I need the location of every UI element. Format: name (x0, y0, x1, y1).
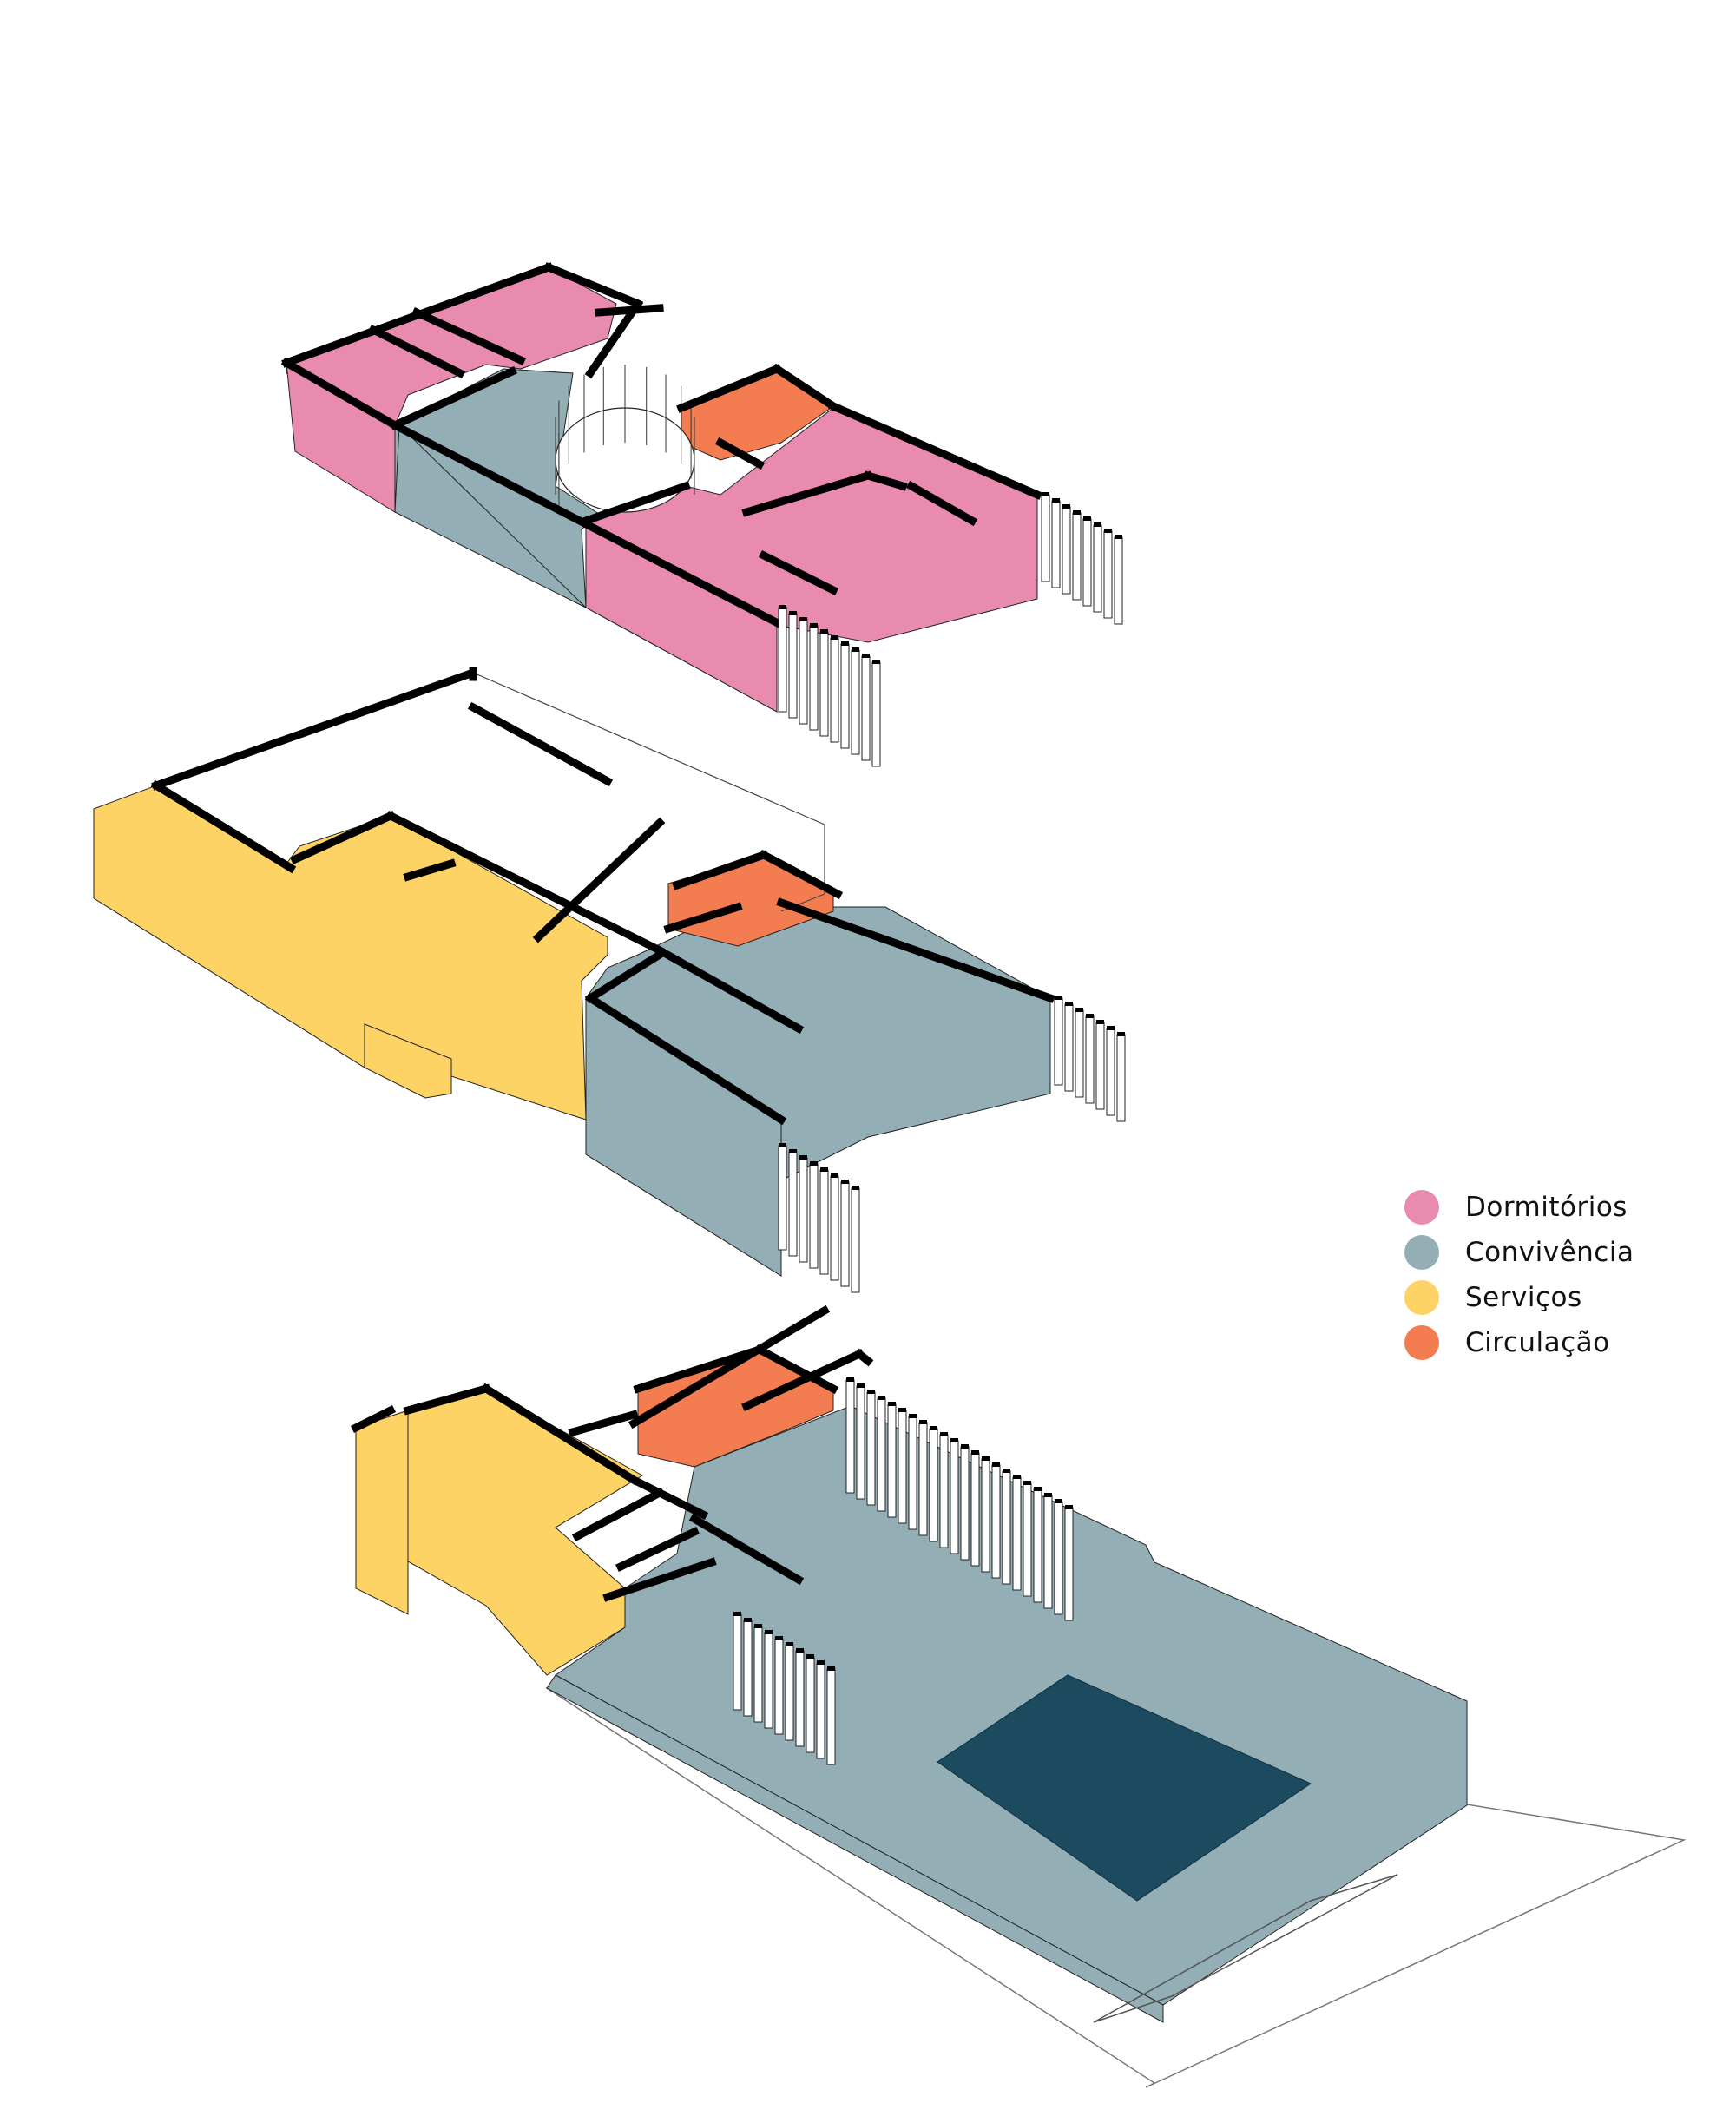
wall (403, 1383, 491, 1416)
legend-label: Convivência (1465, 1237, 1634, 1268)
convivencia-swatch-icon (1404, 1235, 1439, 1270)
wall (367, 324, 466, 379)
wall (676, 364, 782, 413)
legend-item-servicos: Serviços (1404, 1275, 1700, 1320)
wall (280, 357, 401, 431)
legend-item-dormitorios: Dormitórios (1404, 1185, 1700, 1230)
middle-floor (93, 667, 1126, 1293)
wall (350, 1404, 397, 1434)
convivencia-zone (546, 1674, 1164, 2023)
wall (411, 307, 526, 365)
wall (403, 858, 457, 882)
dormitorios-swatch-icon (1404, 1190, 1439, 1225)
wall (151, 667, 478, 791)
upper-floor (280, 262, 1123, 767)
wall (581, 481, 691, 526)
wall (741, 1349, 865, 1411)
servicos-swatch-icon (1404, 1280, 1439, 1315)
wall (150, 779, 297, 874)
wall (467, 701, 614, 787)
convivencia-zone (555, 1405, 1468, 2006)
wall (389, 419, 787, 631)
wall (385, 810, 666, 956)
wall (584, 992, 787, 1126)
wall (776, 897, 1055, 1003)
convivencia-zone (394, 424, 587, 608)
wall (290, 811, 396, 864)
wall (615, 1527, 700, 1572)
wall (853, 1348, 874, 1367)
wall (584, 298, 644, 379)
wall (584, 949, 666, 1004)
wall (741, 470, 873, 517)
wall (633, 1344, 765, 1394)
bench (1093, 1874, 1398, 2023)
servicos-zone (364, 1023, 452, 1099)
legend: Dormitórios Convivência Serviços Circula… (1404, 1185, 1700, 1365)
legend-item-convivencia: Convivência (1404, 1230, 1700, 1275)
wall (568, 1410, 639, 1437)
wall (863, 470, 908, 491)
ground-floor (350, 1304, 1687, 2088)
floor-plates (93, 262, 1687, 2088)
wall (758, 849, 844, 900)
legend-label: Dormitórios (1465, 1192, 1628, 1223)
wall (390, 366, 517, 430)
wall (571, 1487, 666, 1542)
servicos-zone (355, 1410, 409, 1615)
wall (771, 363, 839, 412)
legend-item-circulacao: Circulação (1404, 1320, 1700, 1365)
wall (628, 1304, 831, 1429)
wall (828, 401, 1042, 500)
legend-label: Serviços (1465, 1282, 1582, 1313)
pool (937, 1674, 1312, 1902)
wall (543, 262, 643, 309)
circulacao-swatch-icon (1404, 1325, 1439, 1360)
wall (602, 1557, 717, 1602)
wall (628, 1474, 709, 1521)
wall (758, 549, 839, 596)
legend-label: Circulação (1465, 1327, 1610, 1358)
wall (672, 850, 769, 890)
wall (714, 437, 766, 470)
wall (905, 480, 978, 527)
wall (753, 1344, 839, 1395)
wall (654, 944, 805, 1035)
wall (663, 902, 743, 934)
wall (688, 1513, 805, 1586)
wall (532, 817, 666, 943)
wall (480, 1383, 640, 1486)
